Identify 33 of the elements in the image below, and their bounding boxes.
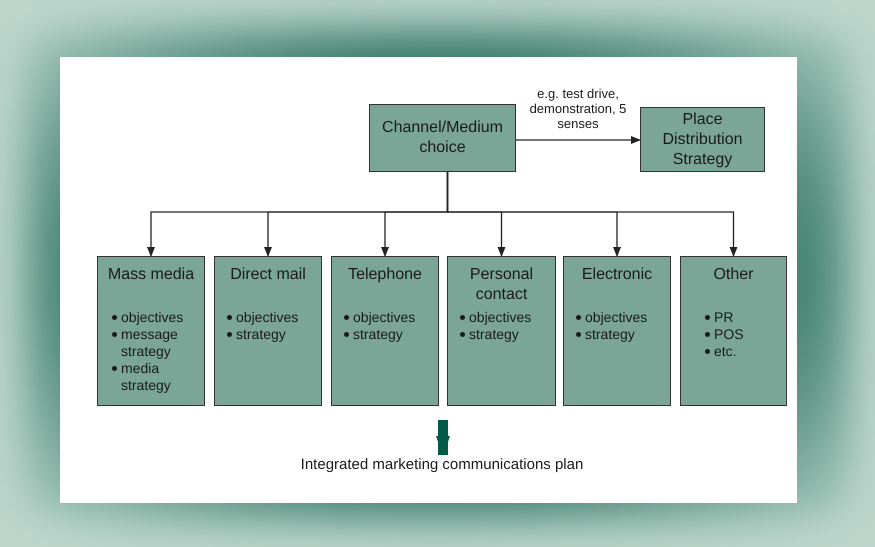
process-box (369, 104, 516, 172)
process-box (214, 256, 322, 406)
process-box (563, 256, 671, 406)
bullet-item: objectives (585, 309, 648, 326)
bullet-item: strategy (585, 326, 635, 343)
process-box (680, 256, 787, 406)
bullet-item: objectives (121, 309, 184, 326)
bullet-item: media strategy (121, 360, 172, 394)
bullet-item: objectives (236, 309, 298, 326)
bullet-item: objectives (353, 309, 416, 326)
box-heading: Electronic (580, 265, 654, 285)
bullet-item: PR (714, 309, 734, 326)
box-heading: Mass media (106, 265, 196, 285)
bullet-item: strategy (236, 326, 286, 343)
process-box (640, 107, 765, 172)
process-box (97, 256, 205, 406)
box-heading: Direct mail (229, 265, 307, 285)
bullet-item: POS (714, 326, 744, 343)
bullet-item: objectives (469, 309, 532, 326)
box-heading: Place Distribution Strategy (661, 110, 744, 170)
bullet-item: strategy (353, 326, 403, 343)
bullet-item: etc. (714, 343, 737, 360)
arrow (516, 136, 641, 144)
caption-text: Integrated marketing communications plan (275, 456, 609, 473)
box-heading: Telephone (347, 265, 423, 285)
box-heading: Personal contact (468, 265, 534, 305)
bullet-item: strategy (469, 326, 519, 343)
box-heading: Channel/Medium choice (381, 118, 504, 158)
process-box (447, 256, 556, 406)
box-heading: Other (712, 265, 754, 285)
arrow (446, 172, 738, 257)
arrow (436, 420, 450, 456)
process-box (331, 256, 439, 406)
